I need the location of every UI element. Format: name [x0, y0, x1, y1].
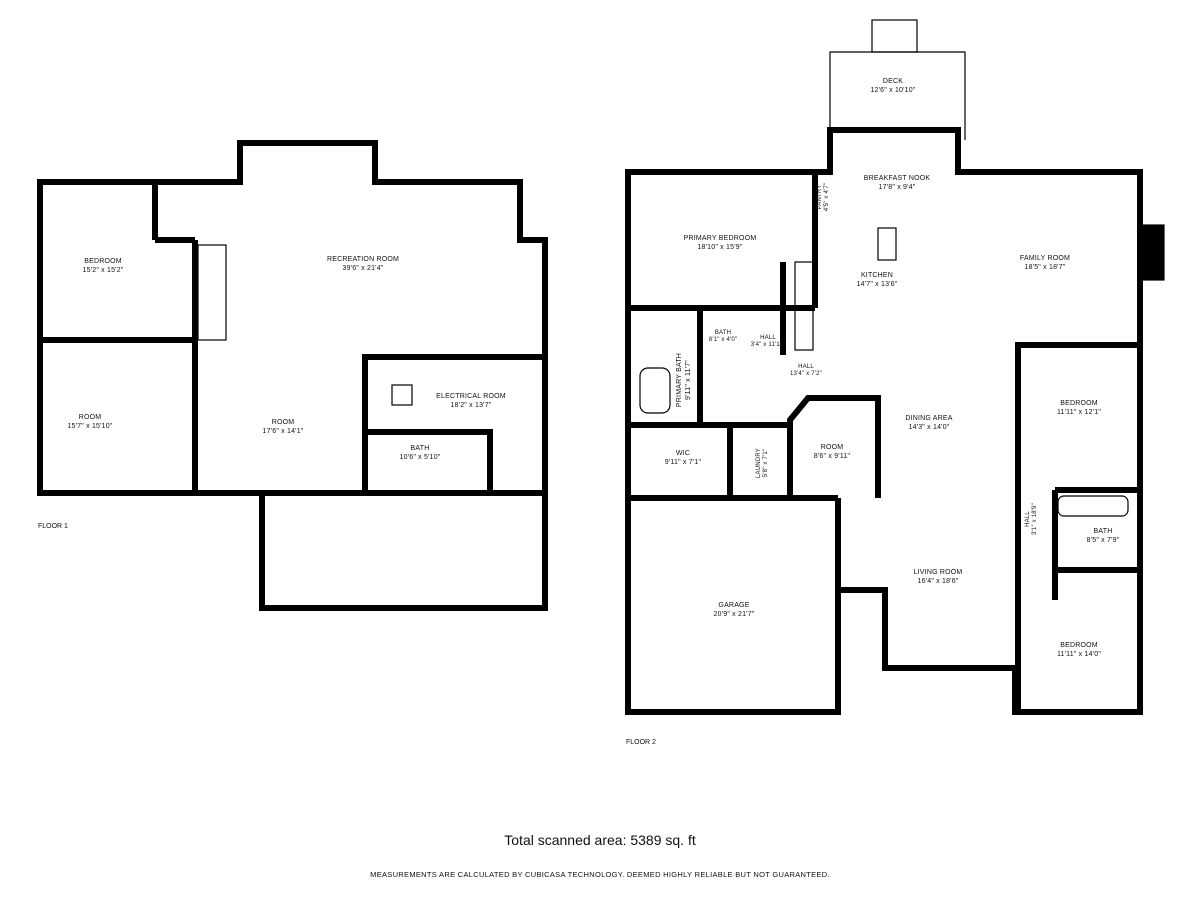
floor-1-label: FLOOR 1 [38, 523, 68, 530]
room-dims: 20'9" x 21'7" [713, 611, 755, 618]
room-dims: 3'4" x 11'11" [750, 342, 786, 348]
room-dims: 8'5" x 7'9" [1086, 537, 1120, 544]
room-name: Kitchen [860, 272, 894, 279]
room-dims: 11'11" x 14'0" [1056, 651, 1102, 658]
room-label: Room 8'6" x 9'11" [814, 443, 850, 461]
room-label: Room 15'7" x 15'10" [67, 413, 112, 431]
room-label: Hall3'1" x 18'9" [1025, 503, 1039, 535]
total-area: Total scanned area: 5389 sq. ft [504, 832, 696, 848]
room-label: Pantry4'5" x 4'7" [817, 183, 831, 211]
floor-1-outer-wall [37, 140, 548, 496]
room-label: Bath 8'5" x 7'9" [1087, 527, 1120, 545]
room-name: Garage [718, 602, 750, 609]
room-dims: 8'6" x 9'11" [813, 453, 851, 460]
room-dims: 15'2" x 15'2" [82, 267, 124, 274]
floor-2-outer-wall [625, 127, 1143, 715]
room-name: Bath [1093, 528, 1113, 535]
room-label: Bedroom 15'2" x 15'2" [83, 257, 124, 275]
room-name: Hall [760, 335, 776, 341]
room-dims: 3'1" x 18'9" [1032, 503, 1038, 535]
room-name: Bath [410, 445, 430, 452]
room-label: Bath8'1" x 4'0" [709, 330, 737, 344]
room-label: Laundry5'8" x 7'1" [756, 448, 770, 478]
room-label: Breakfast Nook 17'8" x 9'4" [864, 174, 930, 192]
room-name: Breakfast Nook [863, 175, 931, 182]
room-label: Room 17'6" x 14'1" [263, 418, 304, 436]
room-label: Garage 20'9" x 21'7" [714, 601, 755, 619]
room-dims: 10'6" x 5'10" [399, 454, 441, 461]
room-name: Primary Bedroom [683, 235, 757, 242]
room-name: Hall [1025, 511, 1031, 527]
room-name: Electrical Room [436, 393, 506, 400]
room-label: Deck 12'6" x 10'10" [870, 77, 915, 95]
room-name: Room [78, 414, 102, 421]
deck-outline [829, 51, 966, 140]
room-dims: 11'11" x 12'1" [1056, 409, 1102, 416]
room-label: Bath 10'6" x 5'10" [400, 444, 441, 462]
room-label: Hall3'4" x 11'11" [751, 335, 786, 349]
room-dims: 12'6" x 10'10" [870, 87, 916, 94]
room-dims: 18'5" x 18'7" [1024, 264, 1066, 271]
room-label: Primary Bedroom 18'10" x 15'9" [684, 234, 757, 252]
room-label: Living Room 16'4" x 18'6" [914, 568, 963, 586]
room-label: Bedroom 11'11" x 14'0" [1057, 641, 1101, 659]
room-label: Primary Bath9'11" x 11'7" [675, 353, 693, 407]
room-name: Laundry [756, 448, 762, 478]
room-name: Deck [882, 78, 904, 85]
room-name: Bedroom [84, 258, 122, 265]
room-name: Living Room [913, 569, 963, 576]
room-label: Family Room 18'5" x 18'7" [1020, 254, 1070, 272]
room-dims: 4'5" x 4'7" [824, 182, 830, 212]
room-dims: 14'3" x 14'0" [908, 424, 950, 431]
room-dims: 39'6" x 21'4" [342, 265, 384, 272]
room-label: WIC 9'11" x 7'1" [665, 449, 701, 467]
room-dims: 5'8" x 7'1" [763, 448, 769, 478]
room-dims: 18'2" x 13'7" [450, 402, 492, 409]
room-name: Bath [714, 330, 732, 336]
room-name: Pantry [817, 184, 823, 210]
room-dims: 17'8" x 9'4" [878, 184, 916, 191]
room-name: Primary Bath [676, 352, 683, 408]
room-dims: 16'4" x 18'6" [917, 578, 959, 585]
room-label: Recreation Room 39'6" x 21'4" [327, 255, 399, 273]
disclaimer: Measurements are calculated by CubiCasa … [370, 870, 830, 879]
room-label: Electrical Room 18'2" x 13'7" [436, 392, 506, 410]
room-dims: 15'7" x 15'10" [67, 423, 113, 430]
room-dims: 9'11" x 11'7" [685, 360, 692, 400]
room-dims: 13'4" x 7'2" [790, 371, 822, 377]
floor-1-lower-wall [259, 493, 548, 611]
room-label: Dining Area 14'3" x 14'0" [905, 414, 952, 432]
room-dims: 9'11" x 7'1" [664, 459, 702, 466]
room-name: Hall [798, 364, 814, 370]
room-name: Recreation Room [326, 256, 400, 263]
room-label: Bedroom 11'11" x 12'1" [1057, 399, 1101, 417]
room-name: WIC [675, 450, 691, 457]
room-name: Bedroom [1060, 400, 1098, 407]
room-dims: 17'6" x 14'1" [262, 428, 304, 435]
room-name: Room [271, 419, 295, 426]
room-dims: 8'1" x 4'0" [708, 337, 738, 343]
room-name: Bedroom [1060, 642, 1098, 649]
room-label: Hall13'4" x 7'2" [790, 364, 822, 378]
room-name: Room [820, 444, 844, 451]
room-name: Family Room [1019, 255, 1071, 262]
room-dims: 14'7" x 13'6" [856, 281, 898, 288]
room-name: Dining Area [905, 415, 953, 422]
room-label: Kitchen 14'7" x 13'6" [857, 271, 898, 289]
room-dims: 18'10" x 15'9" [697, 244, 743, 251]
floor-2-label: FLOOR 2 [626, 739, 656, 746]
